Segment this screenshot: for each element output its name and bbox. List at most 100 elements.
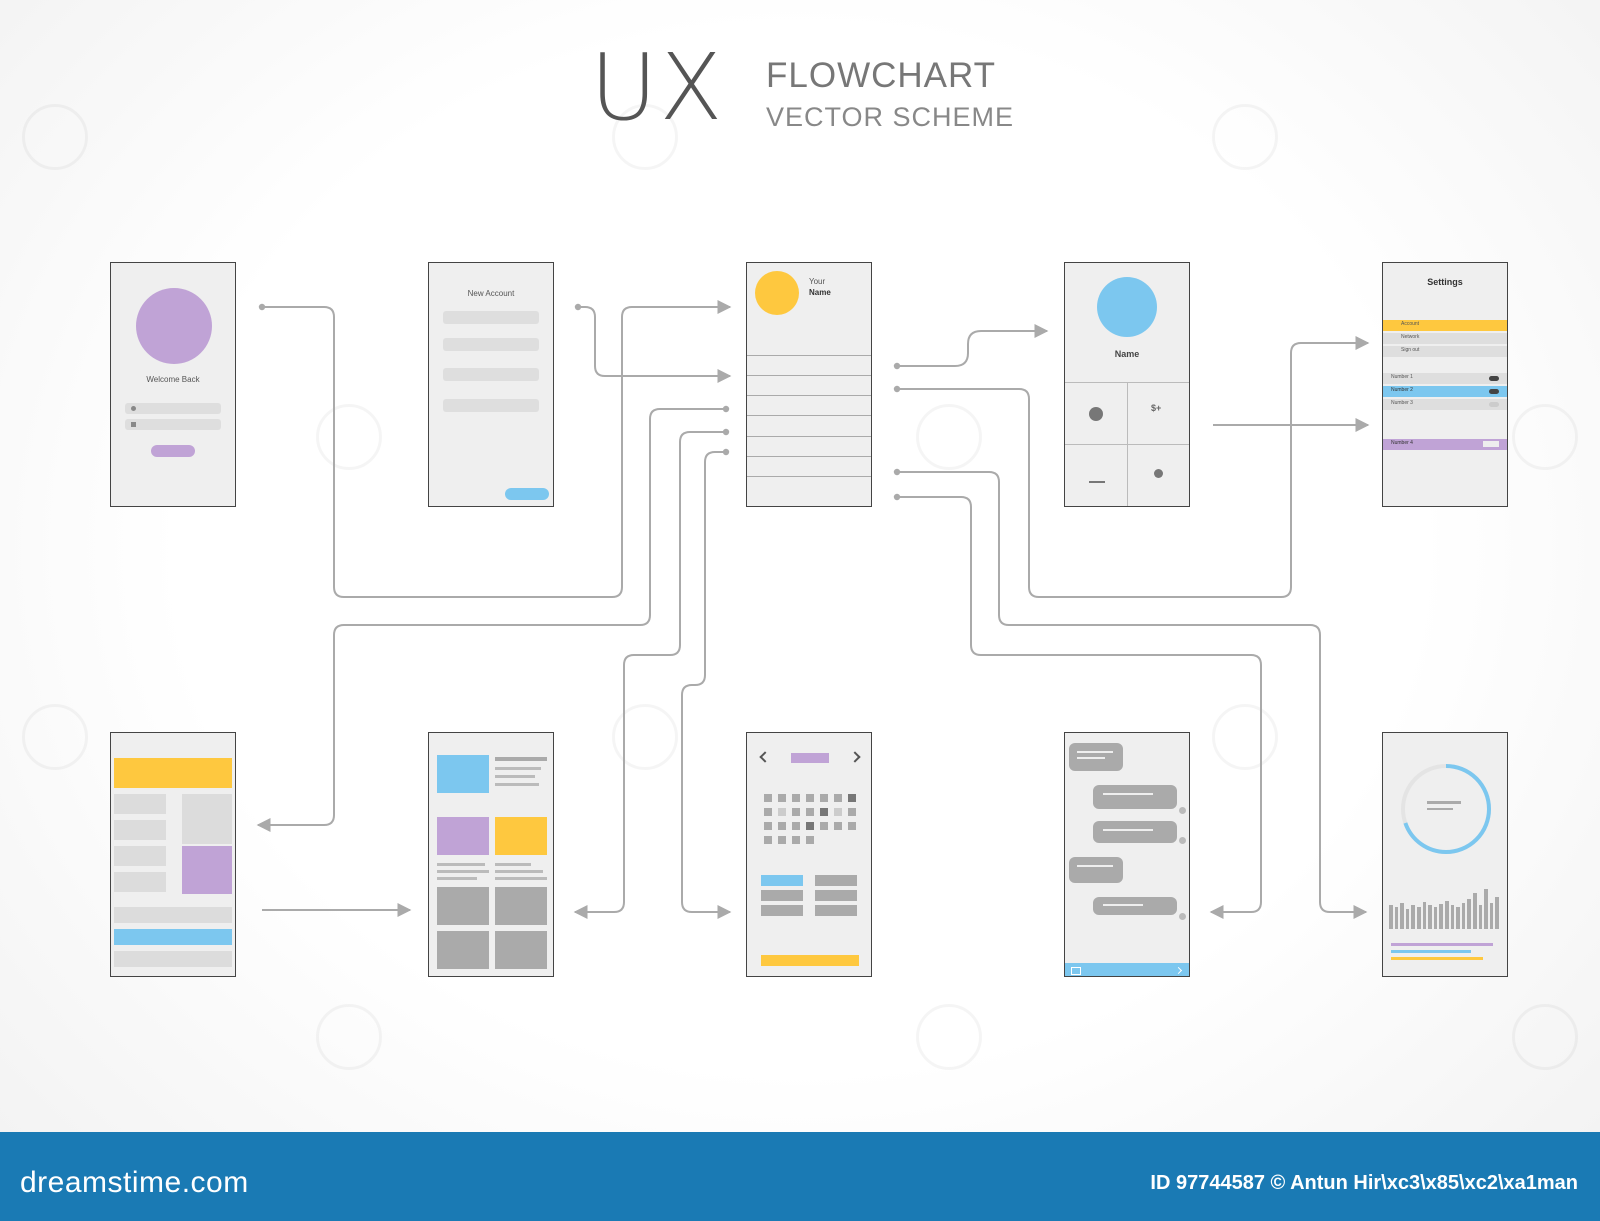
screen-calendar <box>746 732 872 977</box>
lightbulb-icon[interactable] <box>1154 469 1163 478</box>
settings-option-3[interactable]: Number 3 <box>1383 399 1507 410</box>
legend-bar-yellow <box>1391 957 1483 960</box>
calendar-action-bar[interactable] <box>761 955 859 966</box>
form-field-4[interactable] <box>443 399 539 412</box>
toggle-switch[interactable] <box>1489 376 1499 381</box>
calendar-day-cell[interactable] <box>778 794 786 802</box>
form-field-3[interactable] <box>443 368 539 381</box>
calendar-day-cell[interactable] <box>834 808 842 816</box>
event-block[interactable] <box>815 890 857 901</box>
feed-tile[interactable] <box>182 794 232 844</box>
settings-option-2[interactable]: Number 2 <box>1383 386 1507 397</box>
calendar-day-cell[interactable] <box>820 794 828 802</box>
event-block[interactable] <box>761 905 803 916</box>
calendar-day-cell[interactable] <box>848 808 856 816</box>
calendar-day-cell[interactable] <box>778 836 786 844</box>
calendar-day-cell[interactable] <box>848 794 856 802</box>
calendar-day-cell[interactable] <box>778 808 786 816</box>
calendar-day-cell[interactable] <box>834 822 842 830</box>
progress-ring <box>1401 764 1491 854</box>
calendar-day-cell[interactable] <box>764 822 772 830</box>
chat-bubble-outgoing <box>1093 821 1177 843</box>
text-line <box>495 775 535 778</box>
event-block[interactable] <box>815 875 857 886</box>
chat-input-bar[interactable] <box>1065 963 1189 976</box>
gallery-image[interactable] <box>437 931 489 969</box>
calendar-day-cell[interactable] <box>792 836 800 844</box>
watermark-swirl-icon <box>22 704 88 770</box>
settings-option-4[interactable]: Number 4 <box>1383 439 1507 450</box>
settings-option-1[interactable]: Number 1 <box>1383 373 1507 384</box>
settings-title: Settings <box>1427 277 1463 287</box>
calendar-day-cell[interactable] <box>792 794 800 802</box>
calendar-day-cell[interactable] <box>848 822 856 830</box>
calendar-day-cell[interactable] <box>806 822 814 830</box>
calendar-day-cell[interactable] <box>764 836 772 844</box>
calendar-day-cell[interactable] <box>806 836 814 844</box>
chevron-right-icon[interactable] <box>849 751 861 763</box>
toggle-switch[interactable] <box>1489 402 1499 407</box>
toggle-switch[interactable] <box>1489 389 1499 394</box>
calendar-day-cell[interactable] <box>806 794 814 802</box>
feed-row[interactable] <box>114 951 232 967</box>
login-button[interactable] <box>151 445 195 457</box>
event-block[interactable] <box>815 905 857 916</box>
feed-tile[interactable] <box>114 872 166 892</box>
text-line <box>495 767 541 770</box>
chevron-left-icon[interactable] <box>759 751 771 763</box>
feed-highlight-tile[interactable] <box>182 846 232 894</box>
feed-banner[interactable] <box>114 758 232 788</box>
footer-logo[interactable]: dreamstime.com <box>20 1166 249 1199</box>
calendar-day-cell[interactable] <box>792 808 800 816</box>
gallery-image[interactable] <box>495 931 547 969</box>
calendar-day-cell[interactable] <box>820 822 828 830</box>
gallery-image[interactable] <box>495 817 547 855</box>
bar-graph-bar <box>1394 907 1399 929</box>
password-field[interactable] <box>125 419 221 430</box>
settings-menu-item-network[interactable]: Network <box>1383 333 1507 344</box>
gallery-image[interactable] <box>437 887 489 925</box>
username-field[interactable] <box>125 403 221 414</box>
gallery-image[interactable] <box>437 755 489 793</box>
calendar-day-cell[interactable] <box>792 822 800 830</box>
feed-tile[interactable] <box>114 846 166 866</box>
calendar-day-cell[interactable] <box>806 808 814 816</box>
bar-chart-icon[interactable] <box>1089 469 1105 483</box>
bar-graph-bar <box>1456 907 1460 929</box>
gallery-image[interactable] <box>437 817 489 855</box>
send-icon[interactable] <box>1174 966 1183 975</box>
form-field-1[interactable] <box>443 311 539 324</box>
form-field-2[interactable] <box>443 338 539 351</box>
text-line <box>495 783 539 786</box>
connector-dot <box>722 448 730 456</box>
feed-tile[interactable] <box>114 820 166 840</box>
money-stats-icon[interactable]: $+ <box>1151 403 1162 413</box>
calendar-day-cell[interactable] <box>778 822 786 830</box>
settings-menu-item-signout[interactable]: Sign out <box>1383 346 1507 357</box>
bar-graph-bar <box>1495 897 1499 929</box>
pie-chart-icon[interactable] <box>1089 407 1103 421</box>
image-icon[interactable] <box>1071 967 1081 975</box>
submit-button[interactable] <box>505 488 549 500</box>
screen-new-account: New Account <box>428 262 554 507</box>
connector-profile-to-feed <box>256 408 726 832</box>
event-block[interactable] <box>761 890 803 901</box>
calendar-day-cell[interactable] <box>764 808 772 816</box>
chat-bubble-incoming <box>1069 857 1123 883</box>
feed-tile[interactable] <box>114 794 166 814</box>
calendar-day-cell[interactable] <box>764 794 772 802</box>
gallery-image[interactable] <box>495 887 547 925</box>
list-divider <box>747 476 871 477</box>
stepper-control[interactable] <box>1483 441 1499 447</box>
connector-dot <box>258 303 266 311</box>
settings-menu-item-account[interactable]: Account <box>1383 320 1507 331</box>
text-line <box>495 757 547 761</box>
feed-row-active[interactable] <box>114 929 232 945</box>
event-block[interactable] <box>761 875 803 886</box>
feed-row[interactable] <box>114 907 232 923</box>
connector-dot <box>893 385 901 393</box>
list-divider <box>747 456 871 457</box>
connector-profile-to-dashboard <box>897 324 1049 367</box>
calendar-day-cell[interactable] <box>820 808 828 816</box>
calendar-day-cell[interactable] <box>834 794 842 802</box>
